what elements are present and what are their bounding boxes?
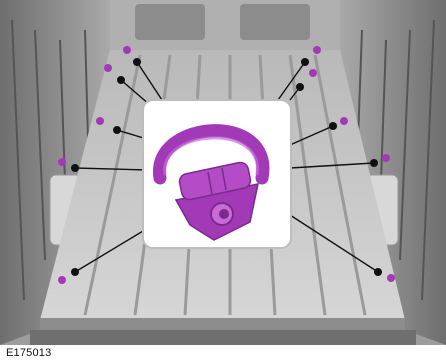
hook-marker — [387, 274, 395, 282]
hook-marker — [309, 69, 317, 77]
leader-dot — [301, 58, 309, 66]
hook-marker — [382, 154, 390, 162]
leader-dot — [113, 126, 121, 134]
hook-marker — [96, 117, 104, 125]
hook-marker — [104, 64, 112, 72]
front-bulkhead — [95, 0, 350, 52]
rear-sill — [40, 318, 405, 330]
figure-code: E175013 — [6, 347, 51, 359]
leader-dot — [296, 83, 304, 91]
leader-dot — [370, 159, 378, 167]
leader-dot — [117, 76, 125, 84]
hook-marker — [123, 46, 131, 54]
leader-dot — [71, 164, 79, 172]
seat-back-right — [240, 4, 310, 40]
hook-marker — [340, 117, 348, 125]
hook-marker — [313, 46, 321, 54]
hook-marker — [58, 276, 66, 284]
hook-marker — [58, 158, 66, 166]
rear-bumper — [30, 330, 416, 345]
leader-dot — [329, 122, 337, 130]
leader-dot — [71, 268, 79, 276]
leader-dot — [374, 268, 382, 276]
seat-back-left — [135, 4, 205, 40]
leader-dot — [133, 58, 141, 66]
